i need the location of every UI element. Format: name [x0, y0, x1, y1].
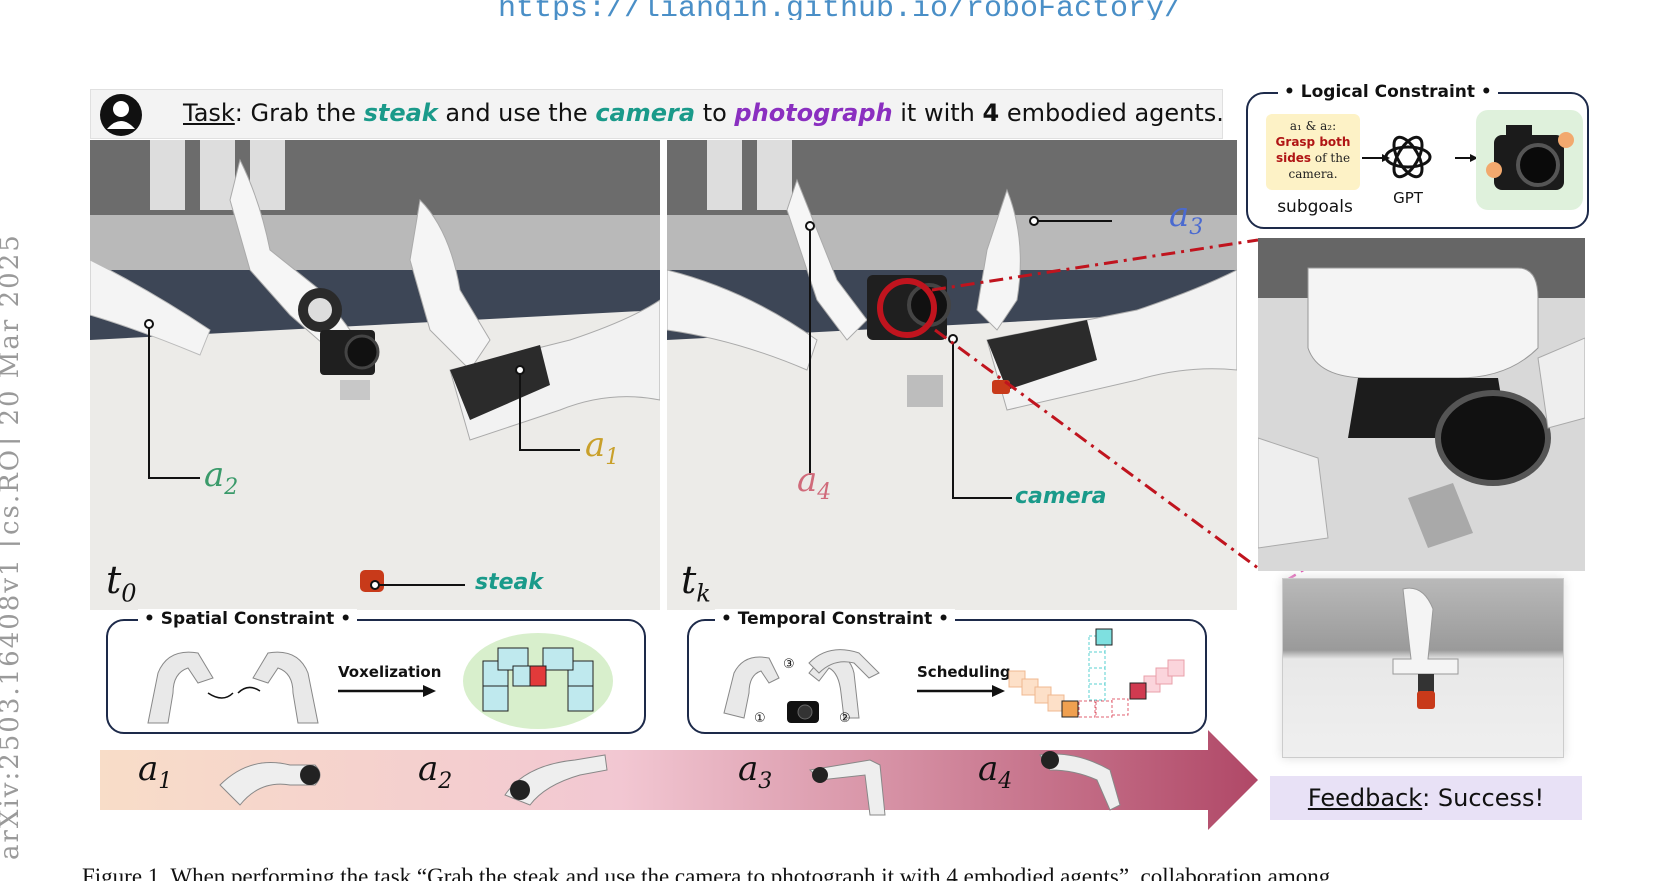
- keyword-photograph: photograph: [734, 99, 893, 127]
- robot-arm-a4-icon: [1039, 751, 1121, 811]
- label-a3: a3: [1169, 195, 1204, 240]
- zoom-view: [1258, 238, 1585, 571]
- robot-arm-a2-icon: [504, 754, 608, 806]
- camera-grasp-thumbnail: [1476, 110, 1583, 210]
- timeline-agent-a4: a4: [978, 749, 1013, 794]
- scheduling-label: Scheduling: [917, 663, 1011, 681]
- timeline-agent-a1: a1: [138, 749, 173, 794]
- keyword-steak: steak: [363, 99, 438, 127]
- subgoal-agents: a₁ & a₂:: [1289, 119, 1337, 133]
- temporal-constraint-title: • Temporal Constraint •: [715, 609, 956, 629]
- subgoal-note: a₁ & a₂: Grasp both sides of the camera.: [1266, 114, 1360, 190]
- voxel-grid-illustration: [463, 633, 613, 729]
- agent-timeline-arrow: [100, 730, 1258, 830]
- task-text-4: it with: [892, 99, 983, 127]
- keyword-camera: camera: [595, 99, 696, 127]
- label-a1: a1: [585, 425, 620, 470]
- label-camera: camera: [1015, 484, 1107, 509]
- step-2: ②: [839, 711, 851, 726]
- scheduling-voxels-illustration: [1008, 628, 1185, 718]
- success-render: [1392, 587, 1459, 709]
- temporal-arms-illustration: [723, 649, 880, 723]
- scene-t0-panel: a1 a2 steak t0: [90, 140, 660, 610]
- user-avatar-icon: [100, 94, 142, 136]
- task-text-2: and use the: [437, 99, 596, 127]
- agent-count: 4: [982, 99, 1000, 127]
- scene-t0-render: [90, 140, 660, 610]
- scene-tk-callouts: [805, 216, 1112, 499]
- task-text-5: embodied agents.: [999, 99, 1224, 127]
- timeline-agent-a2: a2: [418, 749, 453, 794]
- figure-caption: Figure 1. When performing the task “Grab…: [82, 864, 1331, 881]
- scene-t0-callouts: [144, 319, 580, 590]
- success-thumbnail: [1282, 578, 1564, 758]
- label-a2: a2: [204, 455, 239, 500]
- timeline-agent-a3: a3: [738, 749, 773, 794]
- task-bar: Task: Grab the steak and use the camera …: [90, 89, 1224, 139]
- time-t0: t0: [106, 558, 137, 608]
- timeline-agents: a1 a2 a3 a4: [100, 745, 1260, 816]
- task-label: Task: [183, 99, 235, 127]
- step-1: ①: [754, 711, 766, 726]
- subgoal-text: Grasp both sides of the camera.: [1275, 135, 1351, 181]
- spatial-constraint-title: • Spatial Constraint •: [138, 609, 358, 629]
- project-url[interactable]: https://lianqin.github.io/roboFactory/: [497, 0, 1183, 20]
- feedback-banner: Feedback: Success!: [1270, 776, 1582, 820]
- task-text-1: : Grab the: [234, 99, 364, 127]
- time-tk: tk: [681, 558, 711, 608]
- gpt-label: GPT: [1393, 189, 1423, 207]
- robot-arm-a3-icon: [808, 759, 886, 816]
- robot-arm-a1-icon: [219, 762, 321, 806]
- voxelization-label: Voxelization: [338, 663, 442, 681]
- feedback-label: Feedback: [1307, 784, 1423, 812]
- step-3: ③: [783, 657, 795, 672]
- logical-constraint-title: • Logical Constraint •: [1278, 82, 1498, 102]
- scene-tk-panel: a3 a4 camera tk: [667, 140, 1237, 610]
- openai-gpt-icon: [1384, 135, 1432, 179]
- scheduling-arrow: [917, 685, 1005, 697]
- spatial-constraint-box: • Spatial Constraint • Voxelization: [106, 609, 646, 734]
- label-steak: steak: [475, 570, 544, 595]
- task-description: Task: Grab the steak and use the camera …: [183, 99, 1224, 127]
- subgoals-label: subgoals: [1277, 197, 1353, 217]
- task-text-3: to: [695, 99, 735, 127]
- temporal-constraint-box: • Temporal Constraint • ① ② ③ Scheduling: [687, 609, 1207, 734]
- feedback-value: : Success!: [1422, 784, 1545, 812]
- zoom-render: [1258, 238, 1585, 571]
- label-a4: a4: [797, 460, 832, 505]
- spatial-arms-illustration: [147, 651, 319, 724]
- camera-icon: [1486, 125, 1574, 190]
- voxelization-arrow: [338, 685, 436, 697]
